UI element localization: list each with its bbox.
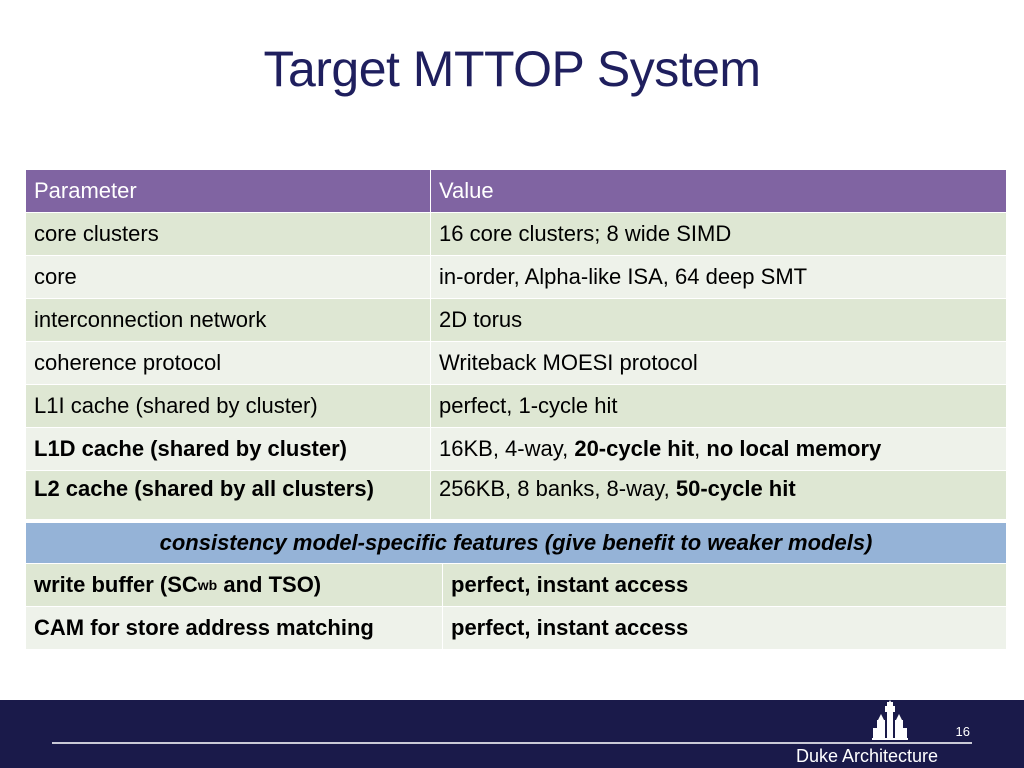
row-value: perfect, instant access <box>451 615 689 640</box>
footer-bar <box>0 700 1024 768</box>
param-prefix: write buffer (SC <box>34 572 198 597</box>
row-value: perfect, 1-cycle hit <box>439 393 618 418</box>
parameter-table: Parameter Value core clusters 16 core cl… <box>26 170 1006 650</box>
page-number: 16 <box>955 724 970 739</box>
chapel-icon <box>872 700 908 740</box>
header-value: Value <box>439 178 494 203</box>
slide-title: Target MTTOP System <box>263 41 761 97</box>
section-title: consistency model-specific features (giv… <box>159 530 873 555</box>
row-value: 256KB, 8 banks, 8-way, 50-cycle hit <box>431 471 1006 519</box>
table-row: coherence protocol Writeback MOESI proto… <box>26 342 1006 385</box>
footer-divider <box>52 742 972 744</box>
brand-text: Duke Architecture <box>796 746 939 766</box>
row-parameter: L1I cache (shared by cluster) <box>26 385 431 427</box>
row-value: 2D torus <box>439 307 523 332</box>
table-row: core in-order, Alpha-like ISA, 64 deep S… <box>26 256 1006 299</box>
param-subscript: wb <box>197 577 218 593</box>
table-row-l1d: L1D cache (shared by cluster) 16KB, 4-wa… <box>26 428 1006 471</box>
row-value: Writeback MOESI protocol <box>439 350 698 375</box>
row-value: in-order, Alpha-like ISA, 64 deep SMT <box>439 264 808 289</box>
value-bold-memory: no local memory <box>706 436 882 461</box>
value-bold-hit: 50-cycle hit <box>675 476 796 501</box>
table-row: interconnection network 2D torus <box>26 299 1006 342</box>
row-value: 16 core clusters; 8 wide SIMD <box>439 221 732 246</box>
row-parameter: interconnection network <box>26 299 431 341</box>
row-parameter: coherence protocol <box>26 342 431 384</box>
table-header-row: Parameter Value <box>26 170 1006 213</box>
section-header-row: consistency model-specific features (giv… <box>26 523 1006 564</box>
row-parameter: L2 cache (shared by all clusters) <box>26 471 431 519</box>
row-parameter: core <box>26 256 431 298</box>
value-prefix: 16KB, 4-way, <box>439 436 575 461</box>
table-row: core clusters 16 core clusters; 8 wide S… <box>26 213 1006 256</box>
row-value: 16KB, 4-way, 20-cycle hit, no local memo… <box>431 428 1006 470</box>
header-parameter: Parameter <box>26 170 431 212</box>
row-parameter: CAM for store address matching <box>26 607 443 649</box>
row-parameter: core clusters <box>26 213 431 255</box>
table-row-l2: L2 cache (shared by all clusters) 256KB,… <box>26 471 1006 520</box>
row-parameter: L1D cache (shared by cluster) <box>26 428 431 470</box>
param-suffix: and TSO) <box>217 572 322 597</box>
value-bold-hit: 20-cycle hit <box>574 436 695 461</box>
table-row-cam: CAM for store address matching perfect, … <box>26 607 1006 650</box>
value-prefix: 256KB, 8 banks, 8-way, <box>439 476 676 501</box>
table-row: L1I cache (shared by cluster) perfect, 1… <box>26 385 1006 428</box>
value-separator: , <box>694 436 707 461</box>
row-value: perfect, instant access <box>451 572 689 597</box>
